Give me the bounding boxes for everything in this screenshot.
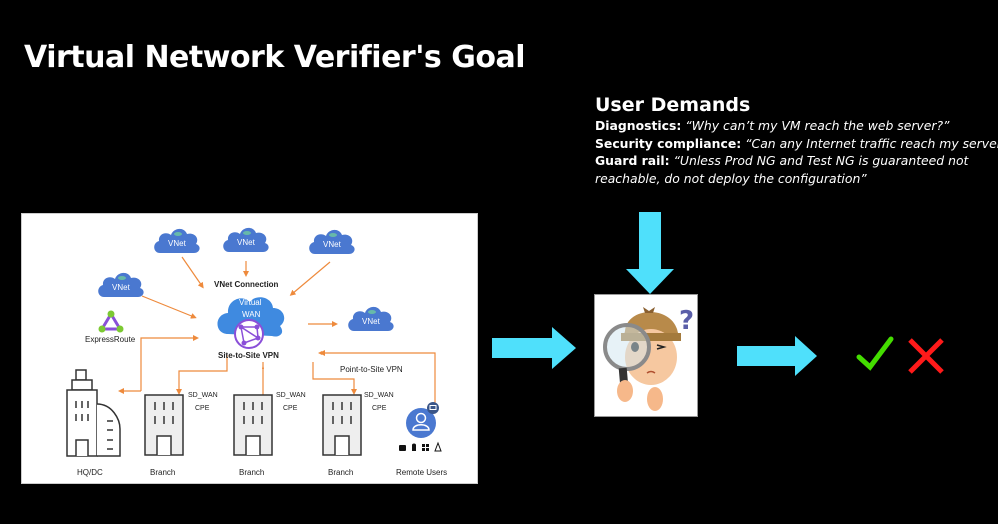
vnet-label: VNet	[323, 240, 341, 249]
virtual-wan-hub-icon	[217, 297, 285, 349]
user-demands-heading: User Demands	[595, 94, 751, 116]
hq-dc-label: HQ/DC	[77, 468, 103, 477]
branch-label: Branch	[150, 468, 176, 477]
remote-users-label: Remote Users	[396, 468, 448, 477]
network-diagram: VNet VNet VNet VNet VNet VNet Connection…	[21, 213, 478, 484]
hq-building-icon	[66, 369, 121, 457]
expressroute-icon	[98, 310, 124, 333]
demand-diagnostics: Diagnostics: “Why can’t my VM reach the …	[595, 117, 995, 135]
detective-icon: ?	[603, 306, 694, 411]
check-mark-icon	[856, 336, 894, 371]
vnet-label: VNet	[362, 317, 380, 326]
expressroute-label: ExpressRoute	[85, 335, 136, 344]
slide-title: Virtual Network Verifier's Goal	[24, 40, 525, 75]
demand-security-compliance: Security compliance: “Can any Internet t…	[595, 135, 998, 153]
branch-building-icon	[322, 394, 362, 456]
cpe-label: CPE	[372, 405, 387, 412]
demand-quote: “Unless Prod NG and Test NG is guarantee…	[669, 153, 969, 168]
demand-label: Guard rail:	[595, 153, 670, 168]
user-demands: User Demands Diagnostics: “Why can’t my …	[595, 93, 998, 188]
demand-label: Security compliance:	[595, 135, 742, 151]
x-mark-icon	[908, 338, 944, 374]
sdwan-label: SD_WAN	[276, 392, 306, 399]
demand-guard-rail: Guard rail: “Unless Prod NG and Test NG …	[595, 152, 995, 170]
cpe-label: CPE	[195, 405, 210, 412]
demand-quote: “Can any Internet traffic reach my serve…	[741, 135, 998, 151]
svg-text:?: ?	[679, 306, 694, 336]
demand-quote: “Why can’t my VM reach the web server?”	[681, 118, 950, 133]
detective-illustration: ?	[594, 294, 698, 417]
vnet-label: VNet	[237, 238, 255, 247]
sdwan-label: SD_WAN	[188, 392, 218, 399]
point-to-site-vpn-label: Point-to-Site VPN	[340, 365, 403, 374]
virtual-wan-label-1: Virtual	[239, 298, 262, 307]
demand-label: Diagnostics:	[595, 118, 682, 133]
branch-building-icon	[233, 394, 273, 456]
vnet-label: VNet	[168, 239, 186, 248]
branch-label: Branch	[239, 468, 265, 477]
vnet-label: VNet	[112, 283, 130, 292]
right-arrow-icon	[492, 327, 576, 369]
demand-quote: reachable, do not deploy the configurati…	[595, 170, 867, 186]
site-to-site-vpn-label: Site-to-Site VPN	[218, 351, 279, 360]
cpe-label: CPE	[283, 405, 298, 412]
os-icons	[399, 441, 442, 452]
demand-guard-rail-continuation: reachable, do not deploy the configurati…	[595, 170, 995, 188]
branch-building-icon	[144, 394, 184, 456]
vnet-connection-label: VNet Connection	[214, 280, 279, 289]
remote-user-icon	[406, 402, 439, 438]
right-arrow-icon	[737, 336, 817, 376]
sdwan-label: SD_WAN	[364, 392, 394, 399]
virtual-wan-label-2: WAN	[242, 310, 261, 319]
branch-label: Branch	[328, 468, 354, 477]
diagram-graphics	[66, 227, 442, 457]
down-arrow-icon	[626, 212, 674, 294]
